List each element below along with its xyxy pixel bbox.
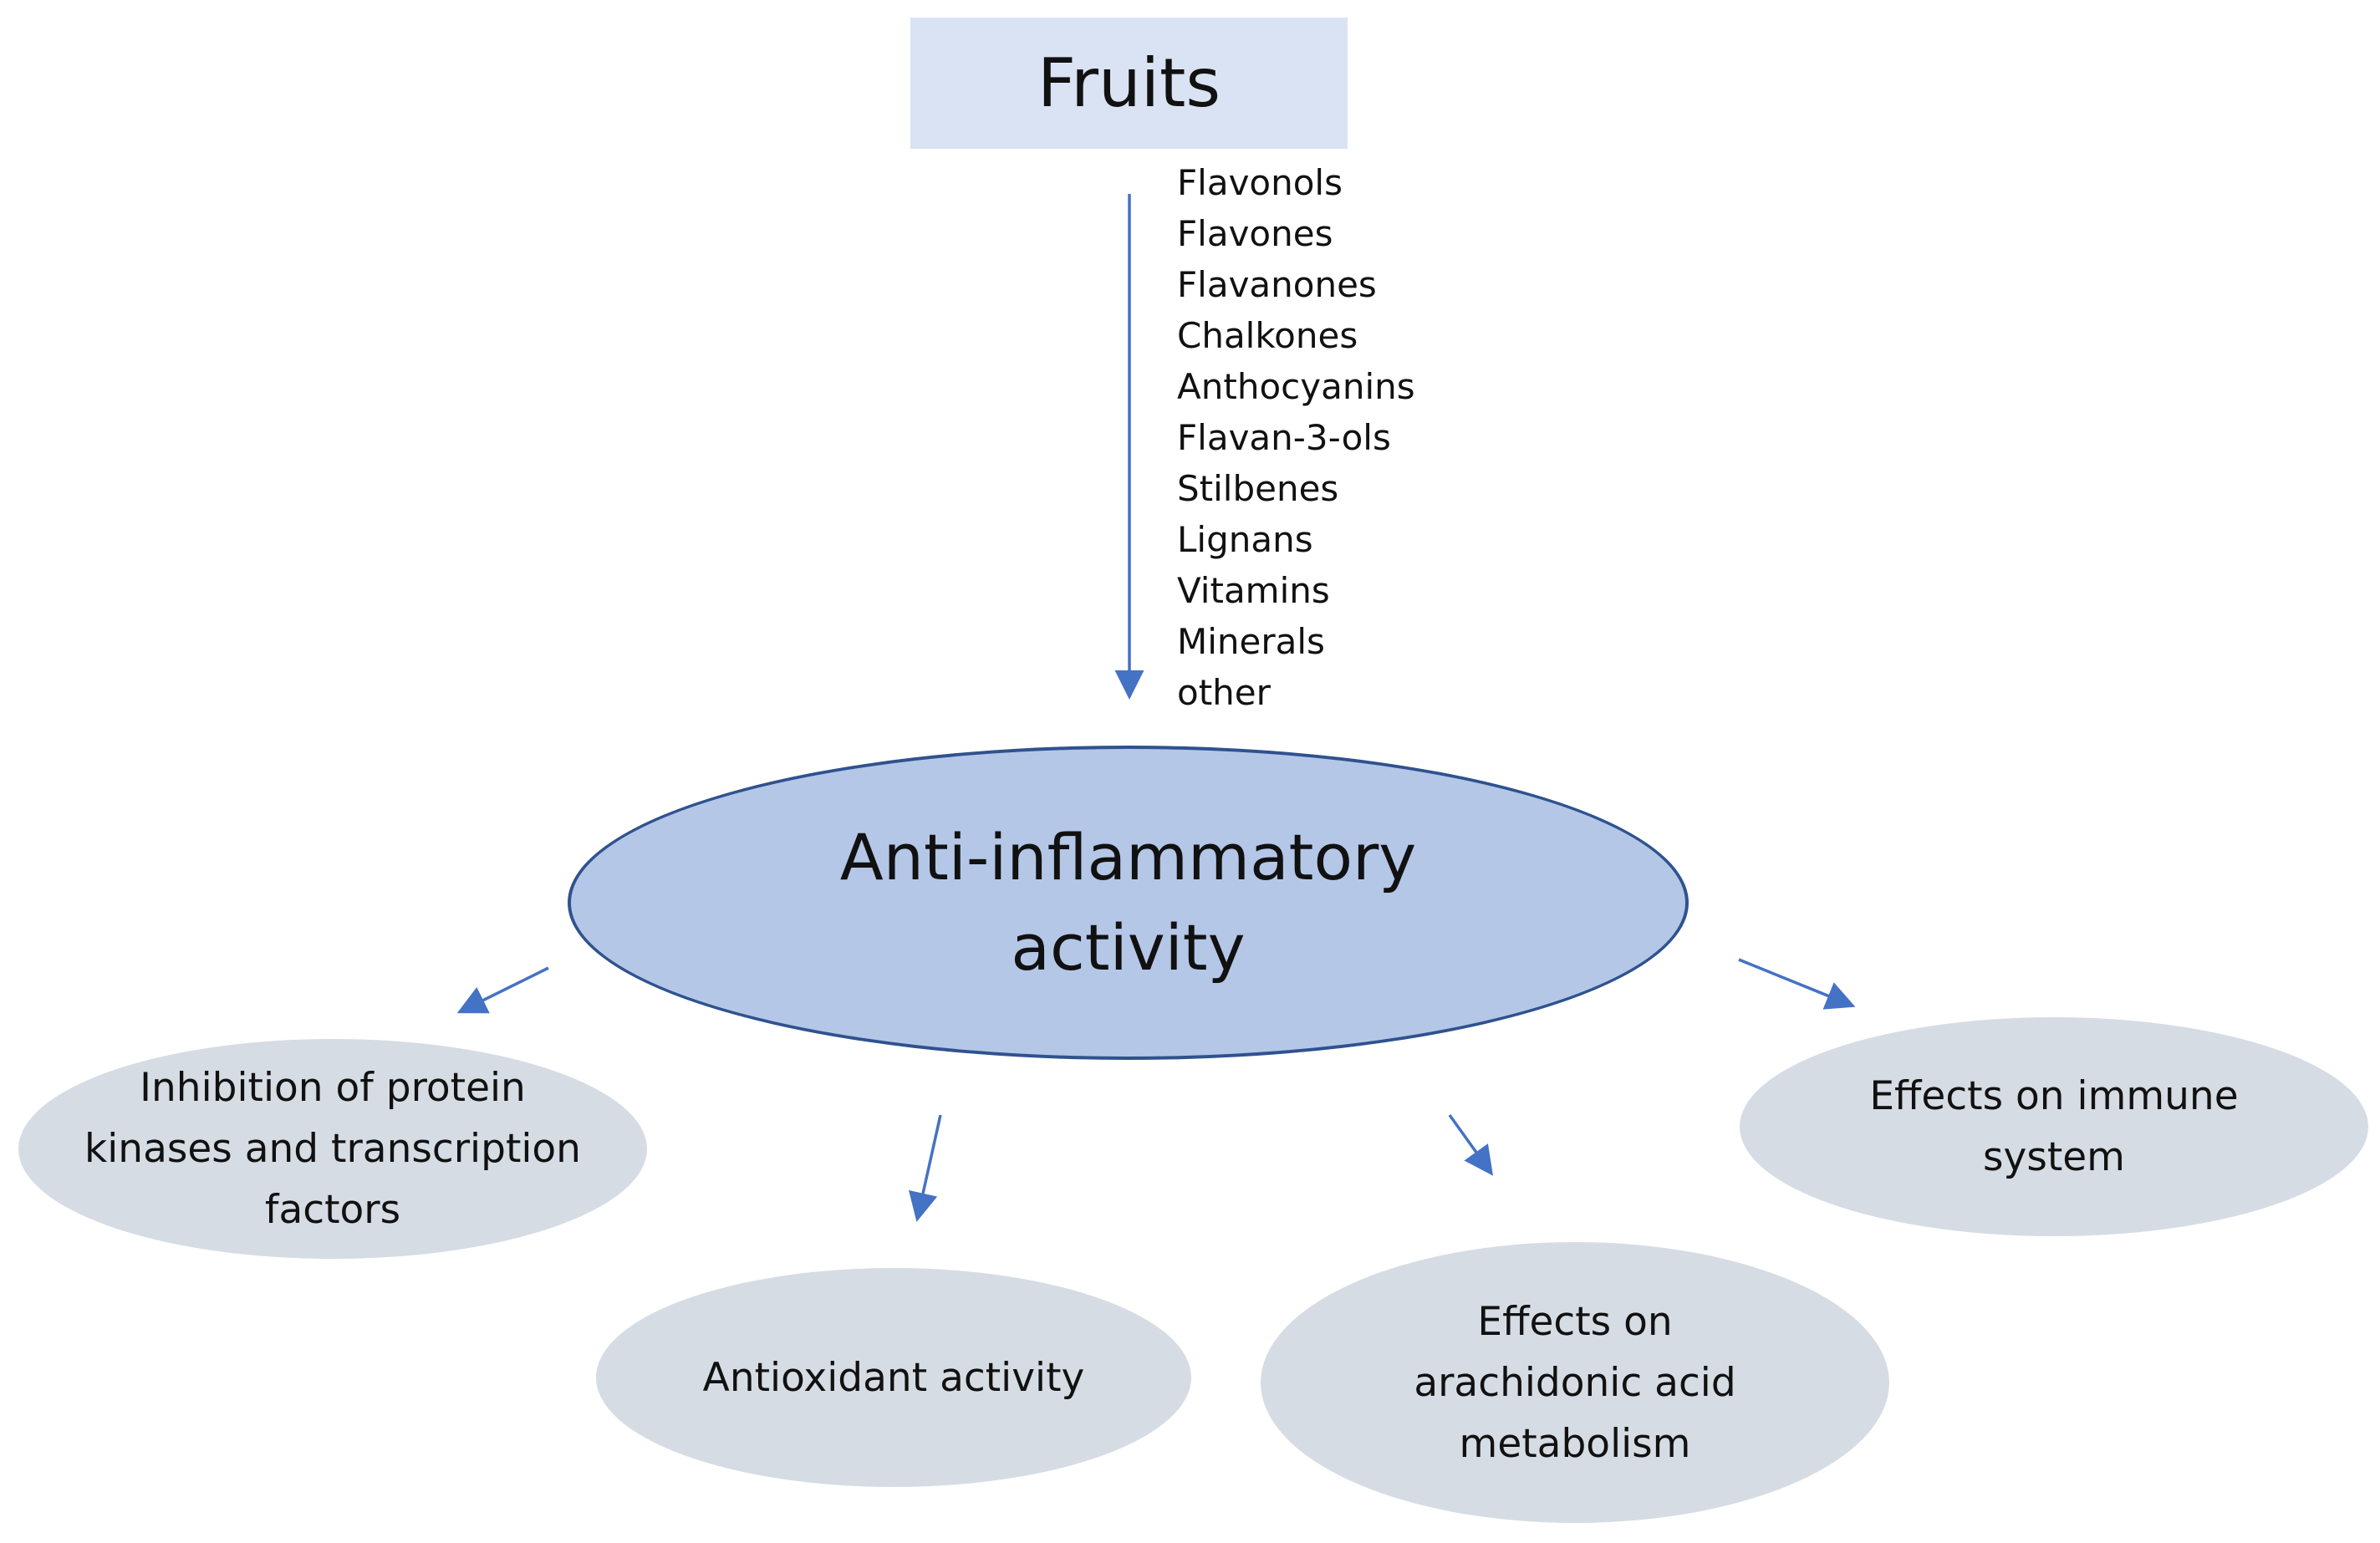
effect-label: Effects on arachidonic acid metabolism xyxy=(1414,1298,1736,1467)
effect-label: Antioxidant activity xyxy=(702,1354,1085,1401)
compound-item: Flavonols xyxy=(1177,162,1343,203)
compound-item: Lignans xyxy=(1177,519,1313,560)
effect-label: Effects on immune system xyxy=(1869,1073,2239,1180)
central-label: Anti-inflammatory activity xyxy=(839,820,1417,985)
arrow-to-kinase-inhibition xyxy=(456,966,549,1014)
central-ellipse: Anti-inflammatory activity xyxy=(568,746,1689,1060)
compound-item: Anthocyanins xyxy=(1177,366,1415,407)
compound-item: Flavanones xyxy=(1177,264,1377,305)
compound-item: Vitamins xyxy=(1177,570,1330,611)
effect-immune-system: Effects on immune system xyxy=(1740,1017,2368,1236)
effect-label: Inhibition of protein kinases and transc… xyxy=(84,1065,581,1233)
arrow-to-immune-system xyxy=(1738,958,1856,1010)
compound-item: other xyxy=(1177,672,1271,713)
fruits-title: Fruits xyxy=(1037,43,1221,122)
compound-item: Stilbenes xyxy=(1177,468,1339,509)
arrow-to-antioxidant xyxy=(909,1114,942,1222)
compound-item: Minerals xyxy=(1177,621,1325,662)
compound-item: Chalkones xyxy=(1177,315,1358,356)
fruits-box: Fruits xyxy=(910,18,1348,149)
effect-antioxidant: Antioxidant activity xyxy=(596,1268,1191,1487)
effect-arachidonic-acid: Effects on arachidonic acid metabolism xyxy=(1261,1242,1889,1523)
arrow-to-arachidonic-acid xyxy=(1448,1113,1494,1176)
compound-list: Flavonols Flavones Flavanones Chalkones … xyxy=(1177,157,1415,718)
effect-kinase-inhibition: Inhibition of protein kinases and transc… xyxy=(18,1039,647,1259)
compound-item: Flavan-3-ols xyxy=(1177,417,1391,458)
compound-item: Flavones xyxy=(1177,213,1333,254)
